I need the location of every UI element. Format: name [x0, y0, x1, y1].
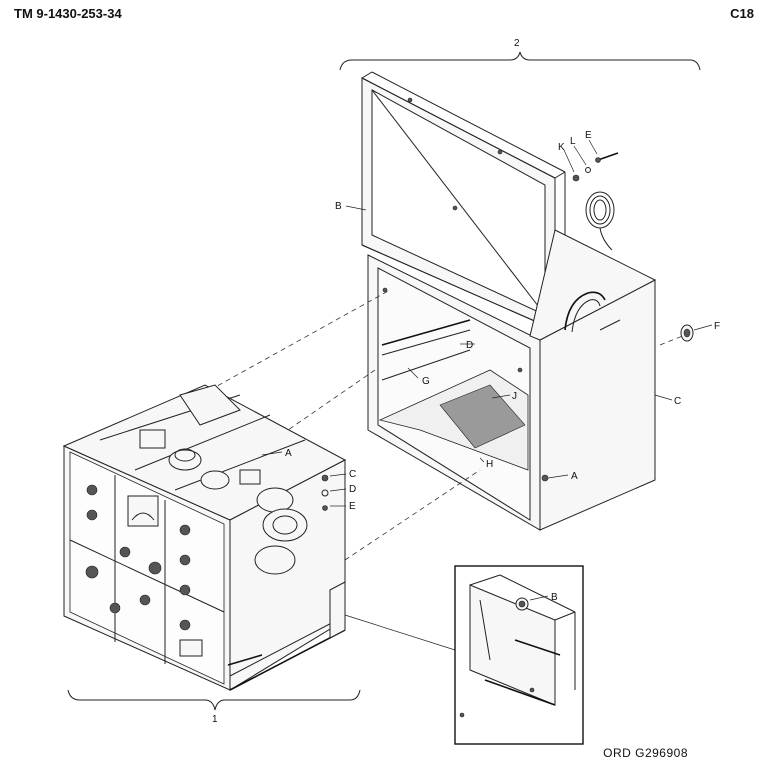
- callout-c-hardware: C: [349, 469, 356, 480]
- detail-inset: [344, 565, 584, 745]
- change-number: C18: [730, 6, 754, 21]
- callout-f: F: [714, 321, 720, 332]
- callout-h: H: [486, 459, 493, 470]
- coiled-cable: [585, 191, 615, 251]
- knob-f: [680, 324, 713, 342]
- chassis-bracket: [67, 689, 361, 711]
- callout-l: L: [570, 136, 576, 147]
- callout-g: G: [422, 376, 430, 387]
- assembly-number-chassis: 1: [212, 714, 218, 725]
- callout-c-cabinet: C: [674, 396, 681, 407]
- callout-b-cabinet: B: [335, 201, 342, 212]
- callout-d-hardware: D: [349, 484, 356, 495]
- cabinet-body: [361, 71, 657, 531]
- chassis-body: [62, 384, 347, 691]
- callout-e-top: E: [585, 130, 592, 141]
- hardware-c-d-e: [321, 473, 347, 511]
- assembly-number-cabinet: 2: [514, 38, 520, 49]
- callout-b-detail: B: [551, 592, 558, 603]
- callout-a-cabinet: A: [571, 471, 578, 482]
- callout-d-cabinet: D: [466, 340, 473, 351]
- document-number: TM 9-1430-253-34: [14, 6, 122, 21]
- hardware-k-l-e: [563, 139, 619, 182]
- figure-identifier: ORD G296908: [603, 746, 688, 760]
- callout-e-hardware: E: [349, 501, 356, 512]
- callout-a-chassis: A: [285, 448, 292, 459]
- callout-j: J: [512, 391, 517, 402]
- callout-k: K: [558, 142, 565, 153]
- cabinet-bracket: [339, 51, 701, 71]
